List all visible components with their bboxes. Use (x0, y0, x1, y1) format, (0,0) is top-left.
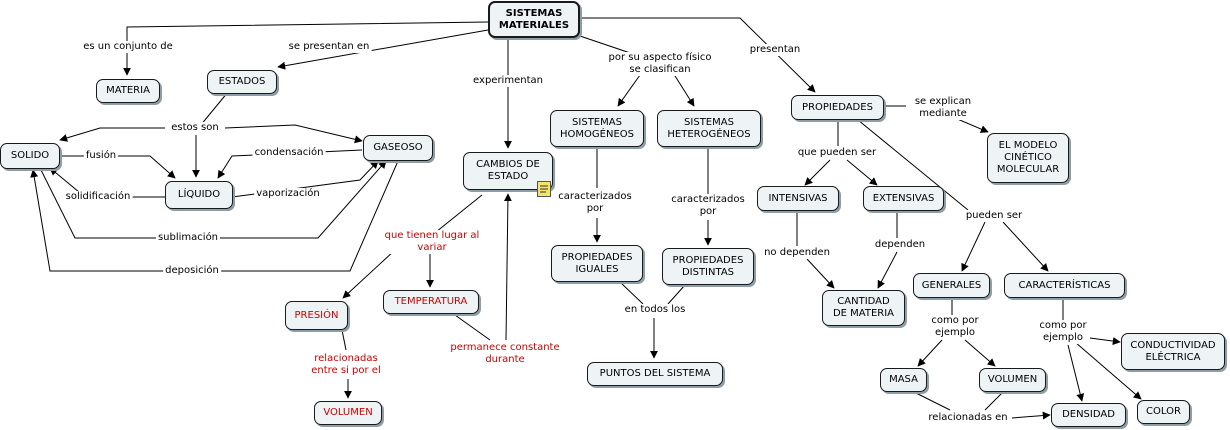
node-liquido[interactable]: LÍQUIDO (165, 181, 233, 209)
label-como-por-ejemplo-generales: como por ejemplo (929, 315, 981, 339)
label-experimentan: experimentan (471, 75, 545, 87)
label-condensacion: condensación (252, 147, 326, 159)
label-en-todos-los: en todos los (622, 304, 688, 316)
label-se-presentan-en: se presentan en (286, 41, 372, 53)
label-sublimacion: sublimación (155, 232, 221, 244)
label-presentan: presentan (747, 44, 803, 56)
node-puntos-del-sistema[interactable]: PUNTOS DEL SISTEMA (587, 362, 723, 386)
node-masa[interactable]: MASA (880, 368, 927, 392)
label-se-explican-mediante: se explican mediante (912, 96, 974, 120)
node-sistemas-materiales[interactable]: SISTEMAS MATERIALES (488, 1, 580, 38)
node-intensivas[interactable]: INTENSIVAS (757, 186, 839, 211)
label-permanece-constante: permanece constante durante (448, 342, 562, 366)
node-propiedades-iguales[interactable]: PROPIEDADES IGUALES (551, 245, 643, 282)
node-caracteristicas[interactable]: CARACTERÍSTICAS (1004, 273, 1125, 298)
label-vaporizacion: vaporización (254, 188, 322, 200)
node-extensivas[interactable]: EXTENSIVAS (863, 186, 944, 211)
label-caracterizados-por-heterogeneos: caracterizados por (669, 194, 747, 218)
node-presion[interactable]: PRESIÓN (285, 301, 348, 330)
label-aspecto-fisico: por su aspecto físico se clasifican (606, 52, 714, 76)
label-que-pueden-ser: que pueden ser (795, 147, 879, 159)
label-es-un-conjunto-de: es un conjunto de (81, 41, 175, 53)
label-estos-son: estos son (169, 122, 221, 134)
label-deposicion: deposición (163, 265, 221, 277)
node-cambios-de-estado[interactable]: CAMBIOS DE ESTADO (463, 152, 553, 190)
node-sistemas-homogeneos[interactable]: SISTEMAS HOMOGÉNEOS (550, 110, 644, 147)
label-como-por-ejemplo-caracteristicas: como por ejemplo (1037, 320, 1089, 344)
node-color[interactable]: COLOR (1137, 400, 1190, 424)
node-generales[interactable]: GENERALES (913, 273, 990, 298)
node-sistemas-heterogeneos[interactable]: SISTEMAS HETEROGÉNEOS (657, 110, 761, 147)
label-dependen: dependen (872, 239, 928, 251)
node-densidad[interactable]: DENSIDAD (1051, 403, 1126, 427)
node-propiedades[interactable]: PROPIEDADES (791, 95, 884, 120)
label-no-dependen: no dependen (762, 247, 832, 259)
node-estados[interactable]: ESTADOS (207, 70, 277, 94)
node-conductividad-electrica[interactable]: CONDUCTIVIDAD ELÉCTRICA (1121, 333, 1225, 370)
note-icon[interactable] (537, 181, 551, 197)
node-cantidad-de-materia[interactable]: CANTIDAD DE MATERIA (822, 290, 905, 326)
label-pueden-ser: pueden ser (963, 210, 1025, 222)
label-caracterizados-por-homogeneos: caracterizados por (556, 191, 634, 215)
node-volumen-presion[interactable]: VOLUMEN (314, 401, 382, 425)
node-gaseoso[interactable]: GASEOSO (363, 135, 433, 161)
node-propiedades-distintas[interactable]: PROPIEDADES DISTINTAS (662, 248, 754, 285)
node-materia[interactable]: MATERIA (96, 79, 160, 103)
label-solidificacion: solidificación (63, 191, 133, 203)
label-que-tienen-lugar: que tienen lugar al variar (382, 230, 482, 254)
node-modelo-cinetico-molecular[interactable]: EL MODELO CINÉTICO MOLECULAR (987, 133, 1069, 183)
node-volumen[interactable]: VOLUMEN (979, 368, 1046, 392)
label-relacionadas-entre-si: relacionadas entre si por el (309, 353, 383, 377)
label-fusion: fusión (83, 150, 119, 162)
node-temperatura[interactable]: TEMPERATURA (383, 290, 479, 314)
label-relacionadas-en: relacionadas en (926, 412, 1010, 424)
node-solido[interactable]: SOLIDO (0, 143, 60, 169)
